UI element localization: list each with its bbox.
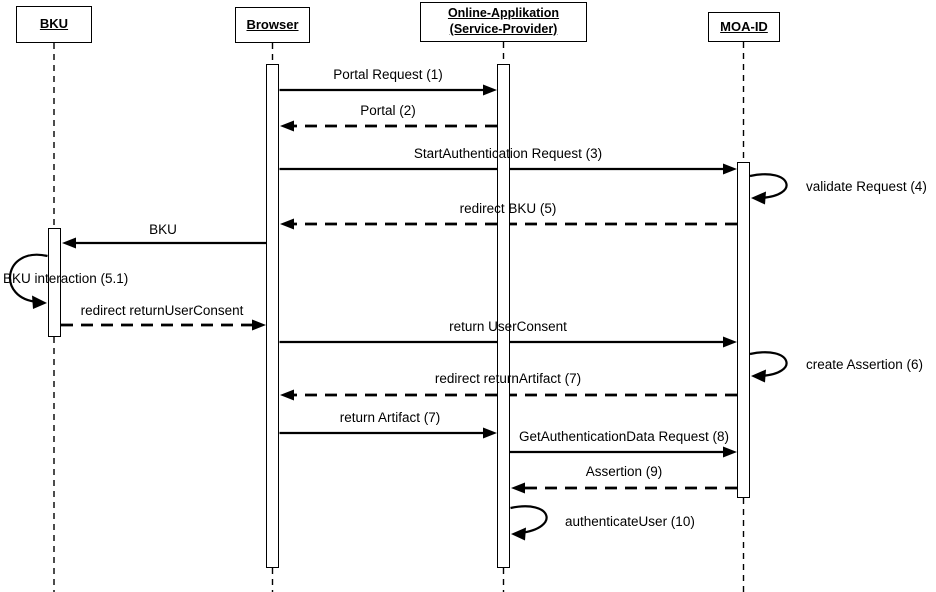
self-loop-bku-interaction [9,253,48,309]
arrow-redirect-return-artifact [280,389,737,401]
message-label-bku: BKU [149,222,177,237]
arrow-head [723,336,737,348]
arrow-assertion [511,482,737,494]
activation-bar-moa-id [737,162,750,498]
message-label-redirect-bku: redirect BKU (5) [459,201,557,216]
arrow-redirect-return-user-consent [61,319,266,331]
participant-browser: Browser [235,7,310,43]
message-label-start-authentication-request: StartAuthentication Request (3) [413,146,603,161]
activation-bar-browser [266,64,279,568]
arrow-head [252,319,266,331]
arrow-head [280,120,294,132]
participant-bku-label: BKU [39,16,69,32]
arrow-head [483,427,497,439]
participant-online-app-label: Online-Applikation (Service-Provider) [447,6,560,36]
arrow-return-artifact [279,427,497,439]
self-loop-authenticate-user [510,505,548,541]
arrow-head [32,295,47,309]
message-label-get-authentication-data-request: GetAuthenticationData Request (8) [518,429,730,444]
participant-browser-label: Browser [246,16,299,32]
arrow-get-authentication-data-request [510,446,737,458]
message-label-portal: Portal (2) [360,103,416,118]
arrow-portal-request [279,84,497,96]
arrow-head [280,389,294,401]
message-label-create-assertion: create Assertion (6) [806,357,924,372]
arrow-head [280,218,294,230]
message-label-redirect-return-user-consent: redirect returnUserConsent [80,303,244,318]
participant-moa-id-label: MOA-ID [720,18,768,34]
loop-curve [749,173,788,200]
message-label-authenticate-user: authenticateUser (10) [565,514,695,529]
arrow-head [723,446,737,458]
arrow-head [511,527,526,541]
message-label-return-user-consent: return UserConsent [449,319,567,334]
loop-curve [749,351,788,378]
self-loop-validate-request [749,173,788,205]
message-label-bku-interaction: BKU interaction (5.1) [3,271,129,286]
activation-bar-bku [47,228,61,337]
arrow-head [511,482,525,494]
arrow-head [751,369,766,383]
participant-moa-id: MOA-ID [708,12,780,42]
message-label-validate-request: validate Request (4) [806,179,927,194]
arrow-portal [280,120,497,132]
message-label-return-artifact: return Artifact (7) [339,410,441,425]
activation-bar-online-app [497,64,510,568]
participant-bku: BKU [16,6,92,43]
participant-online-app: Online-Applikation (Service-Provider) [420,2,587,42]
arrow-redirect-bku [280,218,737,230]
message-label-assertion: Assertion (9) [585,464,663,479]
message-label-redirect-return-artifact: redirect returnArtifact (7) [434,371,582,386]
loop-curve [9,253,48,304]
arrow-bku [62,237,266,249]
loop-curve [510,505,548,535]
self-loop-create-assertion [749,351,788,383]
arrow-head [483,84,497,96]
arrow-head [723,163,737,175]
arrow-head [62,237,76,249]
message-label-portal-request: Portal Request (1) [333,67,443,82]
arrow-head [751,191,766,205]
